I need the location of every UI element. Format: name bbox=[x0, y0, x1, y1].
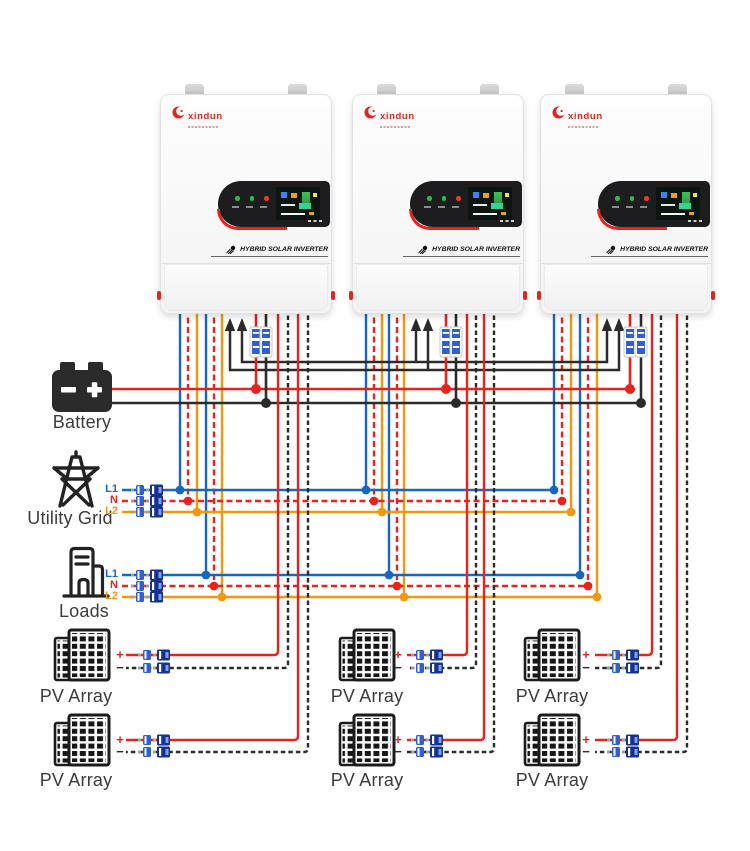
grid-l1-label: L1 bbox=[105, 483, 118, 495]
sun-icon bbox=[606, 245, 616, 254]
loads-label: Loads bbox=[58, 601, 110, 621]
brand-crescent-icon bbox=[364, 106, 377, 119]
led-labels bbox=[424, 206, 459, 208]
brand-tagline bbox=[188, 126, 218, 128]
battery-icon bbox=[52, 362, 112, 412]
pv-array-label: PV Array bbox=[330, 770, 404, 790]
inverter-body: xindun HYBRID SOLAR INVERTER bbox=[157, 94, 335, 314]
loads-n-label: N bbox=[110, 579, 118, 591]
lcd-screen bbox=[656, 187, 700, 220]
pv-array-icon bbox=[53, 713, 111, 767]
grid-l2-label: L2 bbox=[105, 505, 118, 517]
pv-minus-label: − bbox=[394, 744, 402, 759]
display-panel bbox=[409, 181, 522, 230]
inverter-body: xindun HYBRID SOLAR INVERTER bbox=[349, 94, 527, 314]
status-leds bbox=[235, 196, 269, 201]
display-panel bbox=[597, 181, 710, 230]
pv-array-icon bbox=[53, 628, 111, 682]
mount-bolt bbox=[711, 291, 715, 300]
loads-icon bbox=[62, 546, 110, 598]
mount-bolt bbox=[523, 291, 527, 300]
pv-array-icon bbox=[523, 628, 581, 682]
grid-n-label: N bbox=[110, 494, 118, 506]
divider bbox=[353, 263, 523, 264]
pv-plus-label: + bbox=[116, 732, 124, 747]
utility-grid-icon bbox=[52, 450, 100, 508]
lcd-screen bbox=[468, 187, 512, 220]
pv-array-label: PV Array bbox=[39, 770, 113, 790]
pv-minus-label: − bbox=[582, 660, 590, 675]
brand-logo: xindun bbox=[552, 106, 603, 128]
pv-array-icon bbox=[338, 628, 396, 682]
status-leds bbox=[427, 196, 461, 201]
display-panel bbox=[217, 181, 330, 230]
caption-text: HYBRID SOLAR INVERTER bbox=[240, 245, 328, 253]
brand-tagline bbox=[380, 126, 410, 128]
sun-icon bbox=[418, 245, 428, 254]
pv-array-label: PV Array bbox=[515, 770, 589, 790]
inverter-body: xindun HYBRID SOLAR INVERTER bbox=[537, 94, 715, 314]
caption-text: HYBRID SOLAR INVERTER bbox=[432, 245, 520, 253]
brand-name: xindun bbox=[380, 111, 415, 122]
status-leds bbox=[615, 196, 649, 201]
inverter-caption: HYBRID SOLAR INVERTER bbox=[211, 244, 328, 257]
utility-grid-label: Utility Grid bbox=[27, 508, 113, 528]
brand-name: xindun bbox=[188, 111, 223, 122]
pv-array-label: PV Array bbox=[39, 686, 113, 706]
inverter-caption: HYBRID SOLAR INVERTER bbox=[591, 244, 708, 257]
inverter-1: xindun HYBRID SOLAR INVERTER bbox=[157, 84, 335, 314]
loads-l2-label: L2 bbox=[105, 590, 118, 602]
brand-crescent-icon bbox=[172, 106, 185, 119]
brand-logo: xindun bbox=[364, 106, 415, 128]
inverter-caption: HYBRID SOLAR INVERTER bbox=[403, 244, 520, 257]
pv-array-icon bbox=[338, 713, 396, 767]
terminal-cover bbox=[544, 264, 708, 311]
pv-minus-label: − bbox=[116, 660, 124, 675]
divider bbox=[161, 263, 331, 264]
pv-array-label: PV Array bbox=[515, 686, 589, 706]
led-labels bbox=[232, 206, 267, 208]
led-labels bbox=[612, 206, 647, 208]
terminal-cover bbox=[356, 264, 520, 311]
mount-bolt bbox=[331, 291, 335, 300]
pv-plus-label: + bbox=[582, 647, 590, 662]
mount-bolt bbox=[349, 291, 353, 300]
pv-array-label: PV Array bbox=[330, 686, 404, 706]
sun-icon bbox=[226, 245, 236, 254]
pv-array-icon bbox=[523, 713, 581, 767]
mount-bolt bbox=[537, 291, 541, 300]
pv-plus-label: + bbox=[582, 732, 590, 747]
inverter-3: xindun HYBRID SOLAR INVERTER bbox=[537, 84, 715, 314]
brand-tagline bbox=[568, 126, 598, 128]
pv-plus-label: + bbox=[394, 732, 402, 747]
pv-minus-label: − bbox=[394, 660, 402, 675]
brand-logo: xindun bbox=[172, 106, 223, 128]
pv-plus-label: + bbox=[394, 647, 402, 662]
mount-bolt bbox=[157, 291, 161, 300]
brand-crescent-icon bbox=[552, 106, 565, 119]
brand-name: xindun bbox=[568, 111, 603, 122]
loads-l1-label: L1 bbox=[105, 568, 118, 580]
inverter-2: xindun HYBRID SOLAR INVERTER bbox=[349, 84, 527, 314]
pv-minus-label: − bbox=[116, 744, 124, 759]
battery-label: Battery bbox=[52, 412, 112, 432]
terminal-cover bbox=[164, 264, 328, 311]
caption-text: HYBRID SOLAR INVERTER bbox=[620, 245, 708, 253]
lcd-screen bbox=[276, 187, 320, 220]
pv-plus-label: + bbox=[116, 647, 124, 662]
pv-minus-label: − bbox=[582, 744, 590, 759]
divider bbox=[541, 263, 711, 264]
